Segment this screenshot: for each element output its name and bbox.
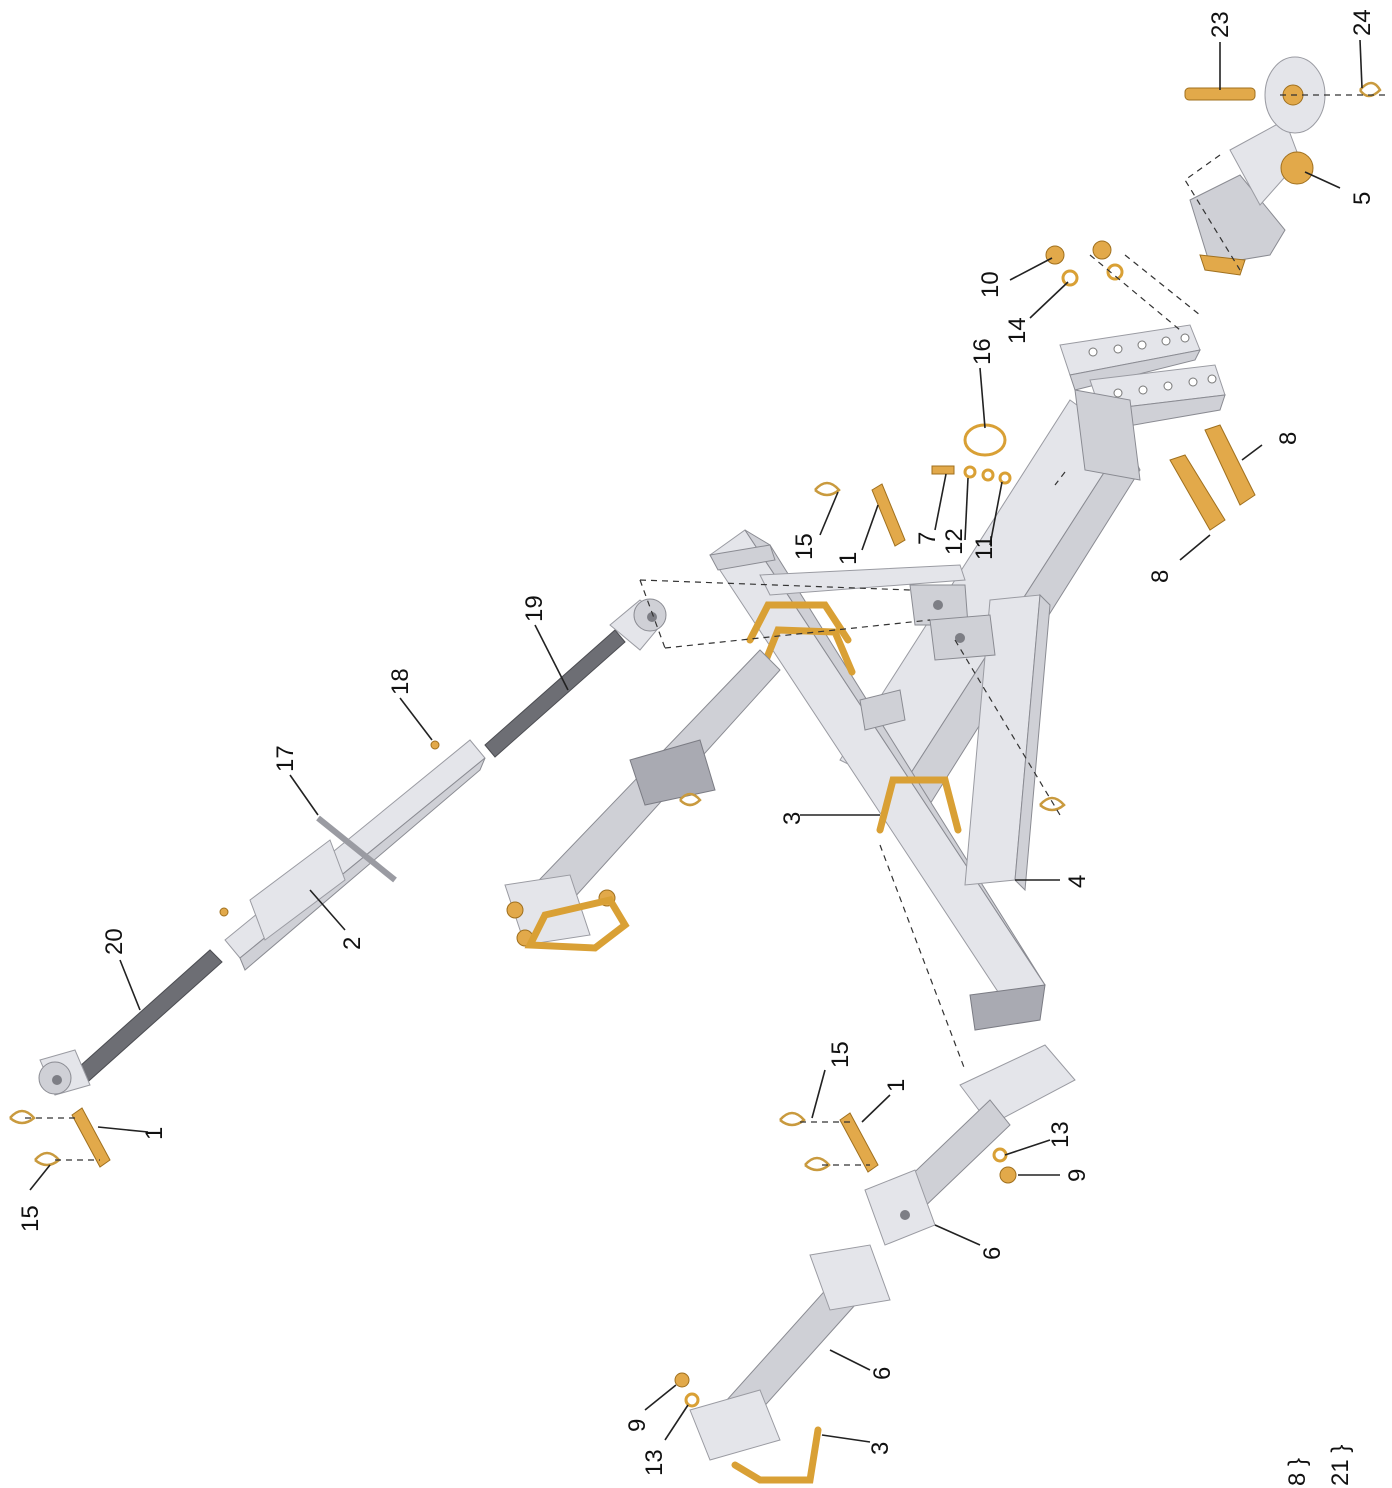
callout-9-lower: 9 xyxy=(624,1419,651,1432)
callout-12: 12 xyxy=(941,528,968,555)
bracket-part-6-upper xyxy=(864,1044,1076,1246)
callout-6-lower: 6 xyxy=(869,1367,896,1380)
callout-23: 23 xyxy=(1207,11,1234,38)
callout-3-lower: 3 xyxy=(867,1442,894,1455)
callout-15-left: 15 xyxy=(17,1205,44,1232)
callout-1-bottom: 1 xyxy=(883,1079,910,1092)
callout-3-frame: 3 xyxy=(779,812,806,825)
callout-6-upper: 6 xyxy=(979,1247,1006,1260)
callout-1-left: 1 xyxy=(141,1127,168,1140)
callout-labels: 23 24 5 10 14 16 8 8 15 1 7 12 11 19 18 … xyxy=(17,9,1376,1476)
fasteners xyxy=(9,240,1256,1173)
callout-13-lower: 13 xyxy=(641,1449,668,1476)
callout-15-bottom: 15 xyxy=(827,1041,854,1068)
callout-4: 4 xyxy=(1064,875,1091,888)
callout-24: 24 xyxy=(1349,9,1376,36)
swivel-assembly xyxy=(1184,56,1382,276)
footer-references: 8 } 21 } xyxy=(1284,1445,1354,1486)
callout-15-top: 15 xyxy=(791,533,818,560)
link-arm-upper xyxy=(504,649,781,952)
a-frame-part-4 xyxy=(709,324,1226,1031)
callout-7: 7 xyxy=(914,532,941,545)
callout-10: 10 xyxy=(977,271,1004,298)
callout-18: 18 xyxy=(387,668,414,695)
callout-1-top: 1 xyxy=(835,552,862,565)
footer-ref-21: 21 } xyxy=(1327,1445,1354,1486)
u-bolt-part-3 xyxy=(746,601,962,834)
assembly-lines xyxy=(25,94,1385,1166)
callout-14: 14 xyxy=(1004,317,1031,344)
callout-19: 19 xyxy=(521,595,548,622)
callout-2: 2 xyxy=(339,937,366,950)
footer-ref-8: 8 } xyxy=(1284,1458,1311,1486)
callout-13-upper: 13 xyxy=(1047,1121,1074,1148)
callout-17: 17 xyxy=(272,745,299,772)
callout-16: 16 xyxy=(969,338,996,365)
callout-8-left: 8 xyxy=(1147,570,1174,583)
callout-11: 11 xyxy=(971,535,998,560)
callout-leaders xyxy=(29,39,1363,1443)
callout-20: 20 xyxy=(101,928,128,955)
callout-5: 5 xyxy=(1349,192,1376,205)
top-link-assembly xyxy=(38,598,667,1096)
callout-8-right: 8 xyxy=(1275,432,1302,445)
callout-9-upper: 9 xyxy=(1064,1169,1091,1182)
bracket-part-6-lower xyxy=(674,1244,891,1484)
